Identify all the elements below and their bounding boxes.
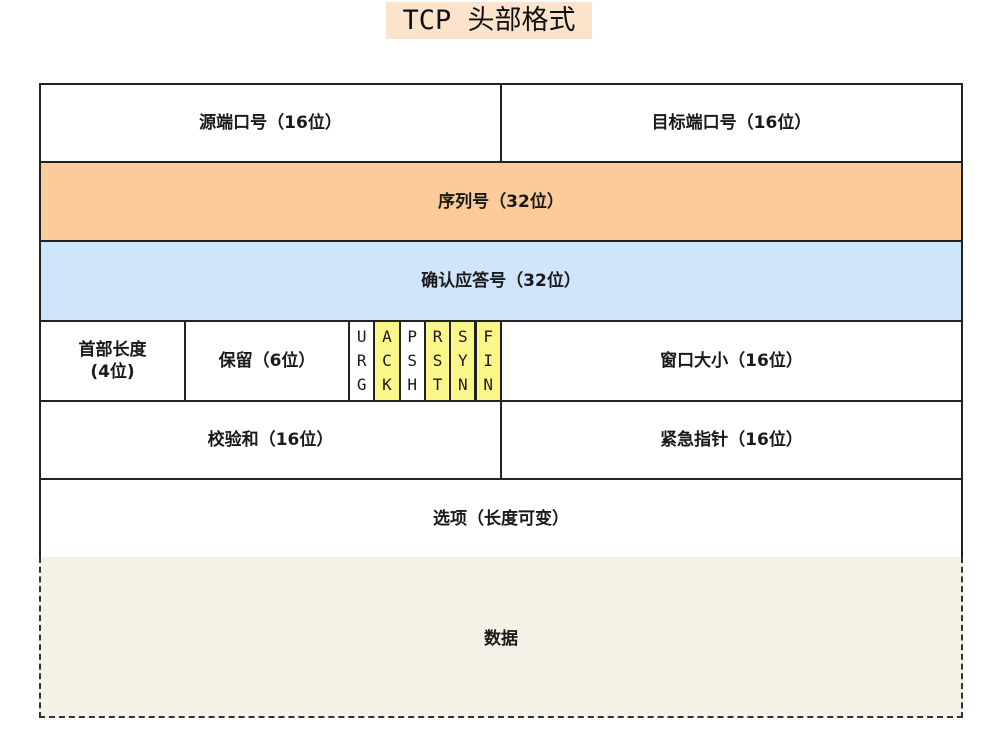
urgent-pointer-label: 紧急指针（16位） bbox=[660, 430, 803, 450]
dest-port-field: 目标端口号（16位） bbox=[500, 83, 963, 163]
options-label: 选项（长度可变） bbox=[433, 508, 569, 529]
data-field: 数据 bbox=[39, 557, 963, 718]
flag-letter: N bbox=[458, 375, 468, 394]
flag-letter: K bbox=[382, 375, 392, 394]
flag-letter: I bbox=[483, 351, 493, 370]
diagram-title: TCP 头部格式 bbox=[386, 2, 592, 39]
ack-number-label: 确认应答号（32位） bbox=[421, 271, 581, 291]
flag-letter: U bbox=[356, 327, 367, 346]
header-length-field: 首部长度 (4位) bbox=[39, 320, 186, 402]
checksum-field: 校验和（16位） bbox=[39, 400, 502, 480]
source-port-field: 源端口号（16位） bbox=[39, 83, 502, 163]
urgent-pointer-field: 紧急指针（16位） bbox=[500, 400, 963, 480]
flag-letter: F bbox=[483, 327, 493, 346]
flag-letter: H bbox=[407, 375, 418, 394]
options-field: 选项（长度可变） bbox=[39, 478, 963, 559]
flag-letter: S bbox=[432, 351, 443, 370]
flag-letter: N bbox=[483, 375, 493, 394]
flag-letter: A bbox=[382, 327, 392, 346]
flag-letter: P bbox=[407, 327, 418, 346]
header-length-label: 首部长度 (4位) bbox=[78, 340, 147, 382]
flag-letter: R bbox=[432, 327, 443, 346]
flag-letter: S bbox=[407, 351, 418, 370]
ack-number-field: 确认应答号（32位） bbox=[39, 240, 963, 322]
reserved-field: 保留（6位） bbox=[184, 320, 350, 402]
flag-letter: Y bbox=[458, 351, 468, 370]
dest-port-label: 目标端口号（16位） bbox=[651, 113, 812, 133]
flag-letter: C bbox=[382, 351, 392, 370]
flag-letter: S bbox=[458, 327, 468, 346]
window-size-field: 窗口大小（16位） bbox=[500, 320, 963, 402]
window-size-label: 窗口大小（16位） bbox=[660, 351, 803, 371]
sequence-number-label: 序列号（32位） bbox=[438, 191, 564, 212]
checksum-label: 校验和（16位） bbox=[207, 430, 334, 450]
data-label: 数据 bbox=[484, 629, 518, 649]
flag-letter: G bbox=[356, 375, 367, 394]
reserved-label: 保留（6位） bbox=[218, 351, 316, 371]
flag-letter: T bbox=[432, 375, 443, 394]
flag-letter: R bbox=[356, 351, 367, 370]
source-port-label: 源端口号（16位） bbox=[199, 113, 342, 133]
sequence-number-field: 序列号（32位） bbox=[39, 161, 963, 242]
